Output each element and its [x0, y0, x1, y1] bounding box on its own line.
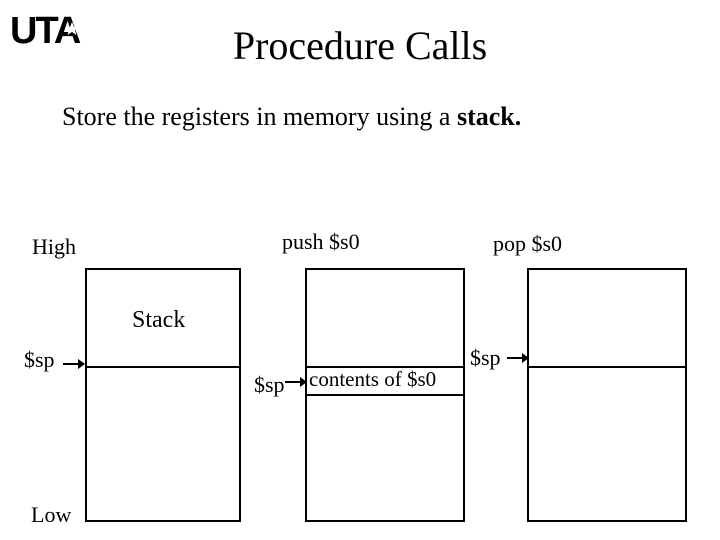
- label-low: Low: [31, 502, 72, 527]
- label-high: High: [32, 234, 76, 259]
- arrow-right-icon: [63, 359, 85, 369]
- stack-box-pop: [527, 268, 687, 522]
- stack-top-divider: [85, 366, 241, 368]
- sp-label-pop: $sp: [470, 345, 501, 370]
- label-stack: Stack: [132, 307, 186, 333]
- stack-top-divider: [305, 366, 465, 368]
- sp-label-push: $sp: [254, 372, 285, 397]
- arrow-right-icon: [285, 377, 307, 387]
- stack-new-top-divider: [305, 394, 465, 396]
- arrow-right-icon: [507, 353, 529, 363]
- sp-label-initial: $sp: [24, 347, 55, 372]
- push-contents: contents of $s0: [309, 367, 437, 391]
- stack-top-divider: [527, 366, 687, 368]
- label-push: push $s0: [282, 229, 360, 254]
- uta-logo: UTA: [10, 10, 83, 46]
- stack-box-initial: [85, 268, 241, 522]
- intro-emphasis: stack.: [456, 102, 522, 131]
- label-pop: pop $s0: [493, 231, 563, 256]
- slide-title: Procedure Calls: [232, 23, 488, 68]
- intro-text: Store the registers in memory using a st…: [62, 102, 522, 131]
